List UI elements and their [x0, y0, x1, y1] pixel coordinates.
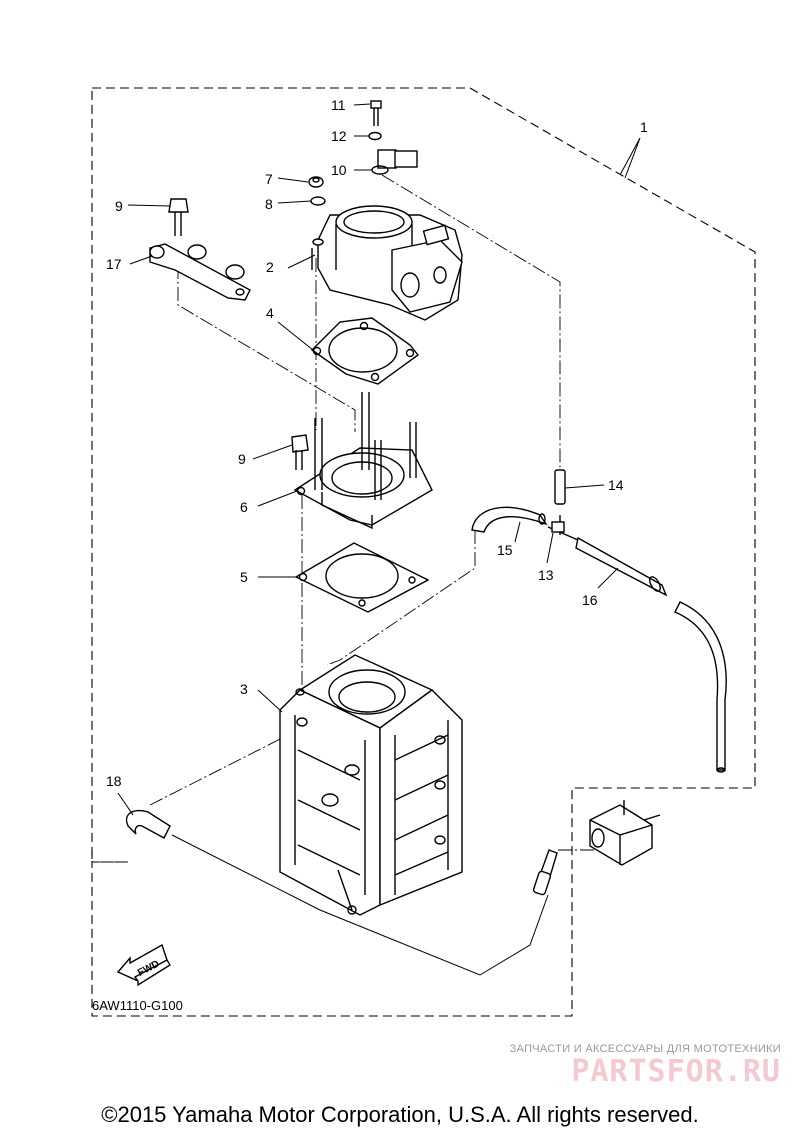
leader-18	[117, 792, 134, 816]
callout-16: 16	[582, 592, 598, 608]
part-3-manifold[interactable]	[279, 654, 463, 916]
part-9-bolt-middle[interactable]	[291, 434, 309, 470]
part-16-hose[interactable]	[575, 536, 727, 773]
leader-11	[353, 103, 371, 106]
leader-9b	[252, 444, 293, 460]
part-14-tube[interactable]	[554, 469, 566, 505]
part-4-gasket[interactable]	[310, 317, 420, 385]
alignment-line-sensor	[381, 174, 561, 468]
leader-16	[597, 567, 619, 589]
part-17-bracket[interactable]	[149, 243, 251, 301]
leader-13	[546, 532, 554, 564]
copyright-notice: ©2015 Yamaha Motor Corporation, U.S.A. A…	[101, 1102, 699, 1127]
part-5-gasket[interactable]	[294, 542, 430, 613]
fwd-arrow-icon: FWD	[116, 943, 171, 987]
callout-9-middle: 9	[238, 451, 246, 467]
callout-3: 3	[240, 681, 248, 697]
part-6-adapter[interactable]	[293, 392, 433, 530]
callout-7: 7	[265, 171, 273, 187]
leader-1	[619, 137, 641, 179]
callout-14: 14	[608, 477, 624, 493]
callout-4: 4	[266, 305, 274, 321]
leader-2	[287, 254, 316, 269]
part-11-bolt[interactable]	[370, 100, 382, 126]
part-9-bolt-upper[interactable]	[168, 198, 189, 236]
leader-17	[129, 255, 153, 265]
callout-9-upper: 9	[115, 198, 123, 214]
callout-17: 17	[106, 256, 122, 272]
alignment-line-hose-lower	[171, 834, 549, 976]
reference-code: 6AW1110-G100	[92, 998, 183, 1013]
callout-10: 10	[331, 162, 347, 178]
part-13-joint[interactable]	[547, 515, 579, 541]
callout-8: 8	[265, 196, 273, 212]
part-8-washer[interactable]	[310, 196, 326, 206]
callout-6: 6	[240, 499, 248, 515]
leader-8	[277, 200, 312, 204]
leader-7	[277, 177, 309, 183]
part-15-hose[interactable]	[471, 506, 548, 533]
callout-12: 12	[331, 128, 347, 144]
callout-13: 13	[538, 567, 554, 583]
leader-4	[277, 321, 314, 351]
leader-6	[257, 490, 298, 507]
callout-18: 18	[106, 773, 122, 789]
callout-5: 5	[240, 569, 248, 585]
assembly-boundary	[91, 87, 756, 1017]
alignment-line-hose-15	[326, 530, 476, 666]
part-10-sensor[interactable]	[371, 149, 418, 175]
callout-2: 2	[266, 259, 274, 275]
part-7-nut[interactable]	[308, 176, 324, 188]
part-2-throttle-body[interactable]	[311, 205, 463, 321]
leader-3	[257, 689, 283, 713]
partsfor-logo: PARTSFOR.RU	[571, 1054, 781, 1089]
watermark-tagline: ЗАПЧАСТИ И АКСЕССУАРЫ ДЛЯ МОТОТЕХНИКИ	[509, 1043, 781, 1055]
callout-11: 11	[331, 97, 346, 113]
alignment-line-bracket	[177, 265, 356, 432]
solenoid-valve[interactable]	[589, 800, 661, 866]
leader-15	[514, 521, 521, 543]
callout-1: 1	[640, 119, 648, 135]
leader-9a	[127, 204, 171, 207]
leader-14	[564, 484, 605, 489]
part-18-hose[interactable]	[125, 809, 171, 839]
alignment-line-hose-18	[149, 729, 299, 806]
part-12-washer[interactable]	[368, 131, 382, 141]
callout-15: 15	[497, 542, 513, 558]
